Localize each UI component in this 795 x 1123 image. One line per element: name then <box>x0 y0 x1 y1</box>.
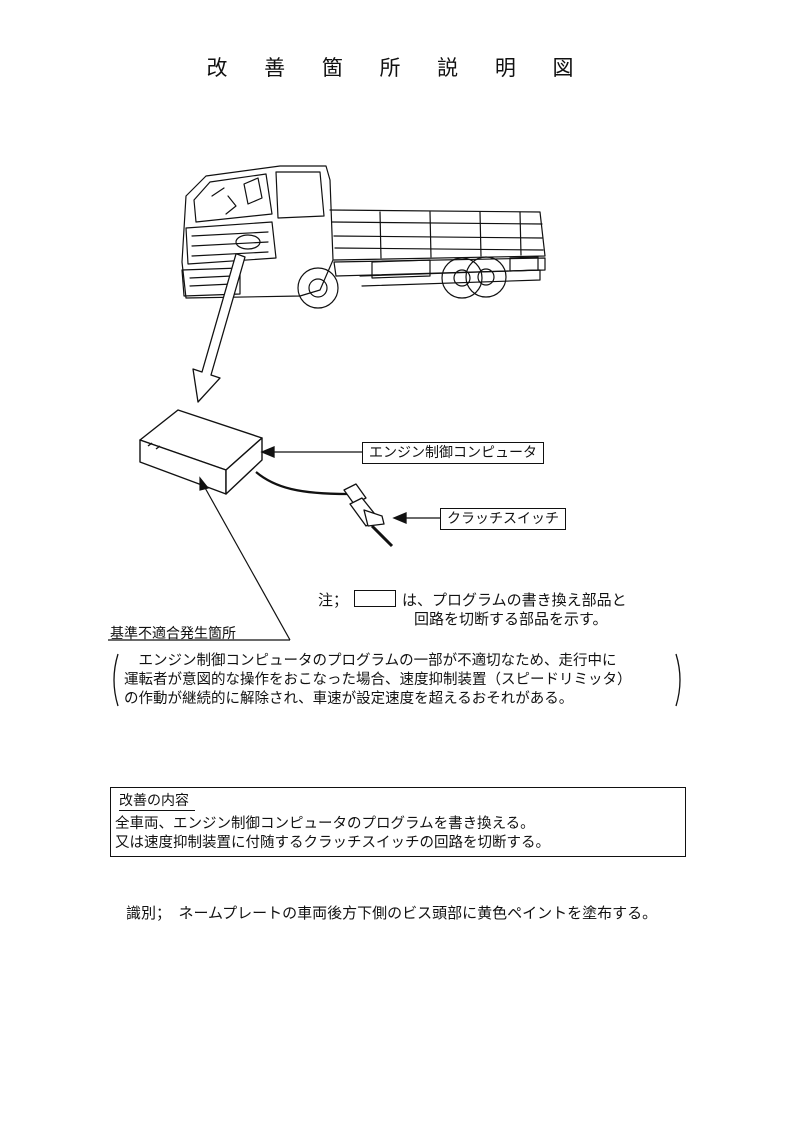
nonconformity-leader <box>108 476 291 641</box>
location-arrow <box>192 253 246 403</box>
note-box-symbol <box>354 590 397 607</box>
paren-brackets <box>113 653 681 707</box>
note-text-1: は、プログラムの書き換え部品と <box>402 591 627 609</box>
clutch-switch-illustration <box>343 483 394 548</box>
note-line-2: 回路を切断する部品を示す。 <box>414 610 608 628</box>
label-pointers <box>260 446 440 524</box>
note-prefix: 注； <box>318 591 349 609</box>
improvement-box: 改善の内容 全車両、エンジン制御コンピュータのプログラムを書き換える。 又は速度… <box>110 787 686 857</box>
improvement-line: 又は速度抑制装置に付随するクラッチスイッチの回路を切断する。 <box>115 835 550 851</box>
improvement-heading: 改善の内容 <box>119 790 195 811</box>
truck-illustration <box>181 165 546 309</box>
identification-text: 識別； ネームプレートの車両後方下側のビス頭部に黄色ペイントを塗布する。 <box>126 904 658 922</box>
clutch-switch-label: クラッチスイッチ <box>440 508 566 530</box>
nonconformity-line: エンジン制御コンピュータのプログラムの一部が不適切なため、走行中に <box>124 653 617 669</box>
ecu-illustration <box>139 409 263 495</box>
page-title: 改 善 箇 所 説 明 図 <box>206 56 589 80</box>
note-line-1: 注； は、プログラムの書き換え部品と <box>318 590 627 610</box>
improvement-line: 全車両、エンジン制御コンピュータのプログラムを書き換える。 <box>115 816 535 832</box>
cable <box>255 471 349 496</box>
nonconformity-line: 運転者が意図的な操作をおこなった場合、速度抑制装置（スピードリミッタ） <box>124 672 632 688</box>
nonconformity-line: の作動が継続的に解除され、車速が設定速度を超えるおそれがある。 <box>124 691 574 707</box>
nonconformity-description: エンジン制御コンピュータのプログラムの一部が不適切なため、走行中に 運転者が意図… <box>124 652 632 709</box>
ecu-label: エンジン制御コンピュータ <box>362 442 544 464</box>
nonconformity-heading: 基準不適合発生箇所 <box>110 626 236 642</box>
